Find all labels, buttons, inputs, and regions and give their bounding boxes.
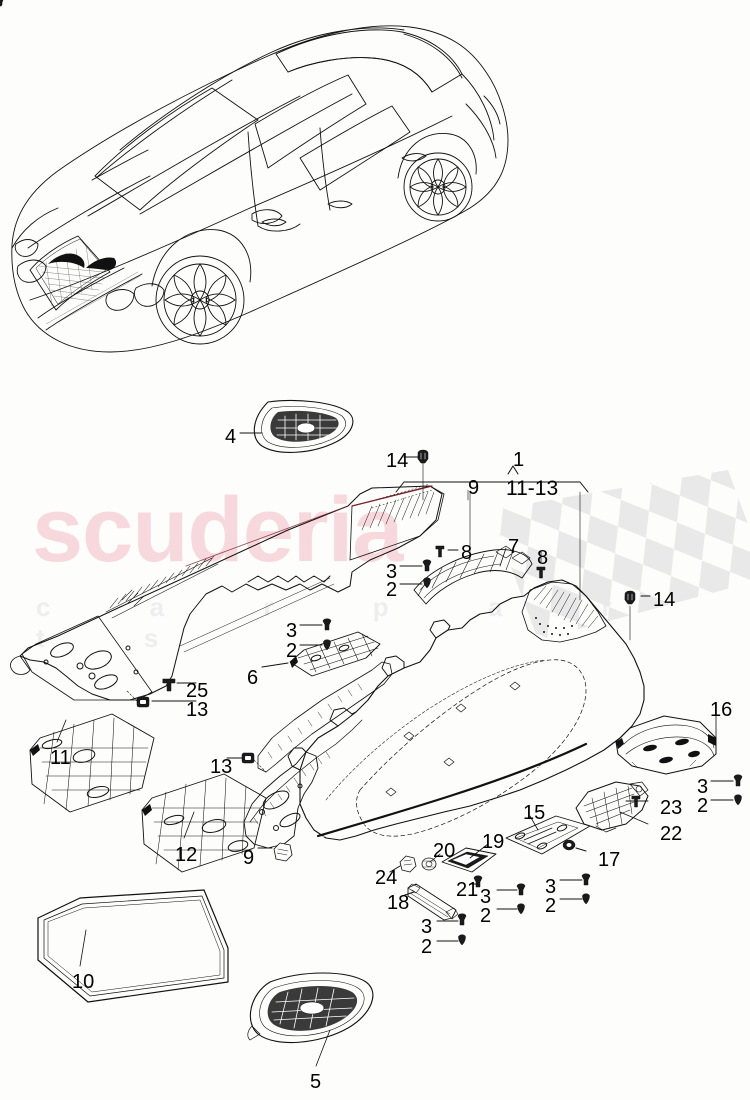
callout-19: 19 bbox=[482, 831, 505, 853]
callout-4: 4 bbox=[225, 426, 237, 448]
leader-lines bbox=[56, 432, 734, 1067]
callout-18: 18 bbox=[387, 892, 410, 914]
part-4-front-console bbox=[253, 399, 354, 453]
callout-2: 2 bbox=[286, 640, 298, 662]
part-12-insulation-mat bbox=[141, 773, 267, 873]
callout-6: 6 bbox=[247, 667, 259, 689]
part-15-reinforcement-plate bbox=[505, 815, 591, 855]
callout-3: 3 bbox=[386, 561, 398, 583]
callout-2: 2 bbox=[545, 895, 557, 917]
callout-25: 25 bbox=[186, 680, 209, 702]
callout-8: 8 bbox=[537, 547, 549, 569]
callout-2: 2 bbox=[421, 936, 433, 958]
callout-14: 14 bbox=[653, 589, 676, 611]
callout-12: 12 bbox=[175, 844, 198, 866]
part-16-rear-roof-trim bbox=[615, 715, 717, 775]
callout-2: 2 bbox=[697, 795, 709, 817]
vehicle-illustration bbox=[11, 25, 509, 353]
headliner-main-body bbox=[287, 579, 645, 841]
callout-3: 3 bbox=[545, 876, 557, 898]
callout-23: 23 bbox=[660, 797, 683, 819]
callout-10: 10 bbox=[72, 971, 95, 993]
callout-3: 3 bbox=[286, 620, 298, 642]
fasteners bbox=[0, 0, 743, 946]
part-6-insulation-pad bbox=[289, 631, 381, 677]
headliner-left-lower-panel bbox=[243, 661, 393, 849]
callout-13: 13 bbox=[210, 756, 233, 778]
part-11-insulation-mat bbox=[29, 713, 155, 813]
callout-16: 16 bbox=[710, 699, 733, 721]
callout-11: 11 bbox=[50, 747, 71, 769]
callout-20: 20 bbox=[433, 840, 456, 862]
callout-2: 2 bbox=[480, 905, 492, 927]
callout-3: 3 bbox=[480, 886, 492, 908]
part-22-visor-holder bbox=[575, 781, 649, 833]
callout-17: 17 bbox=[598, 849, 621, 871]
callout-2: 2 bbox=[386, 579, 398, 601]
part-20-bushing bbox=[421, 857, 437, 871]
callout-14: 14 bbox=[386, 450, 409, 472]
callout-8: 8 bbox=[461, 542, 473, 564]
watermark-brand: scuderia bbox=[32, 479, 403, 581]
callout-7: 7 bbox=[508, 536, 520, 558]
part-18-cross-brace bbox=[407, 883, 459, 921]
callout-11-13: 11-13 bbox=[506, 477, 559, 500]
callout-22: 22 bbox=[660, 823, 683, 845]
callout-13: 13 bbox=[186, 699, 209, 721]
callout-9: 9 bbox=[243, 847, 255, 869]
callout-3: 3 bbox=[421, 916, 433, 938]
callout-1: 1 bbox=[513, 449, 525, 471]
part-19-mounting-plate bbox=[441, 847, 497, 873]
part-5-rear-console bbox=[247, 972, 374, 1044]
callout-9: 9 bbox=[468, 477, 480, 499]
callout-24: 24 bbox=[375, 867, 398, 889]
part-24-clip bbox=[399, 855, 417, 873]
callout-21: 21 bbox=[456, 879, 479, 901]
part-10-sunroof-seal bbox=[37, 889, 229, 1003]
callout-3: 3 bbox=[697, 776, 709, 798]
headliner-front-section bbox=[10, 483, 445, 701]
callout-15: 15 bbox=[523, 802, 546, 824]
checkered-flag-icon bbox=[490, 470, 750, 640]
callout-5: 5 bbox=[310, 1071, 322, 1093]
